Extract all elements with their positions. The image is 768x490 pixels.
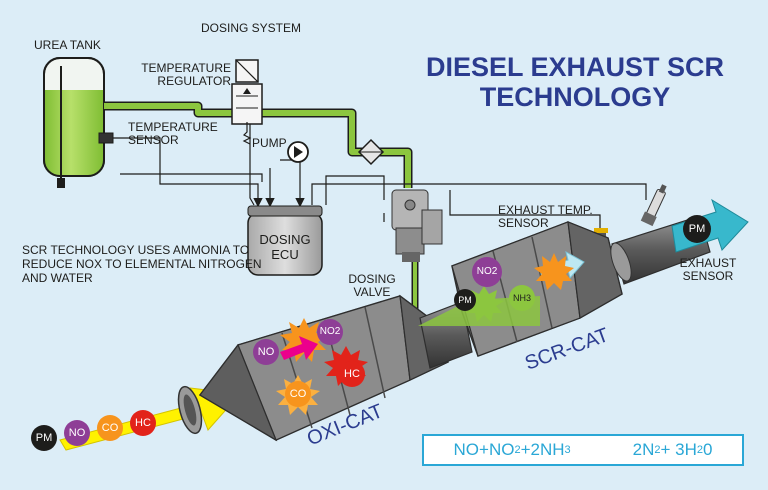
title-line-1: DIESEL EXHAUST SCR bbox=[425, 52, 725, 82]
temperature-regulator-label: TEMPERATURE REGULATOR bbox=[133, 62, 231, 88]
temperature-regulator-label-line2: REGULATOR bbox=[157, 74, 231, 88]
equation-sub-3: 2 bbox=[654, 444, 661, 456]
equation-mid: +2NH bbox=[520, 440, 565, 459]
dosing-ecu-label: DOSING ECU bbox=[248, 232, 322, 262]
temperature-sensor-label-line1: TEMPERATURE bbox=[128, 120, 218, 134]
dosing-valve bbox=[391, 189, 443, 262]
temperature-sensor-label: TEMPERATURE SENSOR bbox=[128, 121, 218, 147]
exhaust-temp-sensor-label-line1: EXHAUST TEMP. bbox=[498, 203, 593, 217]
inlet-particle-co: CO bbox=[101, 422, 119, 434]
dosing-ecu-label-line2: ECU bbox=[271, 247, 299, 262]
urea-tank bbox=[43, 57, 114, 188]
equation-sub-2: 3 bbox=[564, 444, 571, 456]
description-text: SCR TECHNOLOGY USES AMMONIA TO REDUCE NO… bbox=[22, 243, 262, 285]
oxicat-particles bbox=[253, 319, 365, 407]
exhaust-sensor-label: EXHAUST SENSOR bbox=[673, 257, 743, 283]
conversion-arrow bbox=[280, 336, 318, 360]
equation-end: + 3H bbox=[660, 440, 697, 459]
equation-left: NO+NO bbox=[453, 440, 515, 459]
inlet-particle-hc: HC bbox=[135, 417, 151, 429]
exhaust-sensor-probe bbox=[640, 184, 667, 227]
scrcat-particles bbox=[454, 257, 535, 311]
scrcat-particle-nh3: NH3 bbox=[512, 293, 531, 303]
outlet-particle-pm: PM bbox=[688, 223, 706, 235]
pump bbox=[287, 141, 309, 163]
scrcat-particle-no2: NO2 bbox=[476, 266, 498, 277]
title-line-2: TECHNOLOGY bbox=[479, 82, 671, 112]
equation-tail: 0 bbox=[703, 440, 713, 459]
inlet-particle-pm: PM bbox=[35, 432, 53, 444]
equation-sub-4: 2 bbox=[696, 444, 704, 456]
dosing-ecu-label-line1: DOSING bbox=[259, 232, 311, 247]
scrcat-particle-pm: PM bbox=[458, 295, 472, 305]
page-title: DIESEL EXHAUST SCR TECHNOLOGY bbox=[420, 52, 730, 112]
exhaust-temp-sensor-label: EXHAUST TEMP. SENSOR bbox=[498, 204, 593, 230]
dosing-valve-label: DOSING VALVE bbox=[345, 273, 399, 299]
equation-right: 2N bbox=[632, 440, 655, 459]
exhaust-sensor-label-line1: EXHAUST bbox=[679, 256, 737, 270]
urea-tank-label: UREA TANK bbox=[34, 38, 101, 52]
dosing-valve-label-line2: VALVE bbox=[353, 285, 391, 299]
oxicat-particle-no2: NO2 bbox=[319, 326, 341, 337]
temperature-regulator-label-line1: TEMPERATURE bbox=[141, 61, 231, 75]
inlet-particles bbox=[31, 410, 156, 451]
dosing-valve-label-line1: DOSING bbox=[348, 272, 396, 286]
pump-label: PUMP bbox=[252, 136, 287, 150]
oxi-cat-body bbox=[198, 294, 449, 442]
equation-sub-1: 2 bbox=[514, 444, 521, 456]
filter bbox=[357, 138, 385, 166]
oxicat-particle-hc: HC bbox=[344, 368, 360, 380]
temperature-regulator bbox=[231, 59, 263, 145]
outlet-pm bbox=[683, 215, 711, 243]
temperature-sensor-label-line2: SENSOR bbox=[128, 133, 179, 147]
inlet-flange bbox=[177, 385, 203, 435]
exhaust-sensor-label-line2: SENSOR bbox=[682, 269, 734, 283]
oxicat-particle-no: NO bbox=[257, 346, 275, 358]
inlet-particle-no: NO bbox=[68, 427, 86, 439]
exhaust-temp-sensor-label-line2: SENSOR bbox=[498, 216, 549, 230]
dosing-system-label: DOSING SYSTEM bbox=[201, 21, 302, 35]
dosing-ecu bbox=[247, 205, 323, 276]
oxicat-particle-co: CO bbox=[289, 388, 307, 400]
